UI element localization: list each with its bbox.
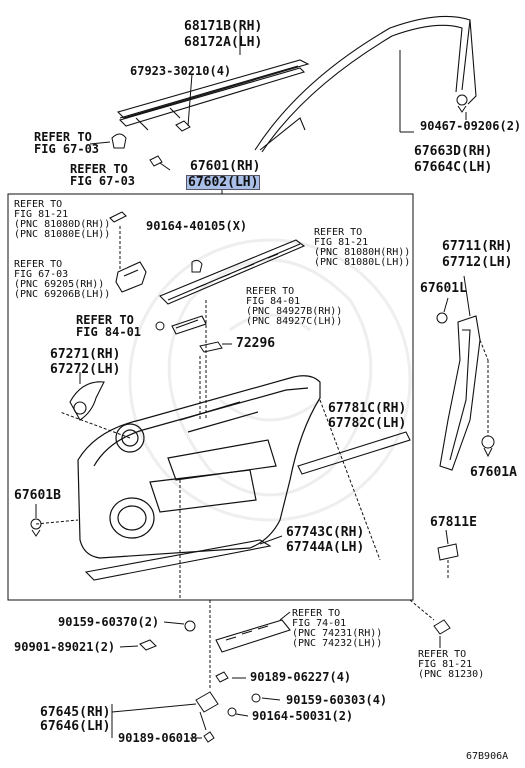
weatherstrip-67663 (254, 15, 477, 153)
clip-67923 (175, 120, 191, 132)
screw-90189-06018 (203, 731, 215, 743)
power-window-switch (215, 619, 291, 653)
refer-fig84-01-a[interactable]: REFER TO FIG 84-01 (PNC 84927B(RH)) (PNC… (246, 286, 343, 327)
refer-fig81-21-b[interactable]: REFER TO FIG 81-21 (PNC 81080H(RH)) (PNC… (314, 227, 411, 268)
label-90164-50031[interactable]: 90164-50031(2) (252, 709, 354, 723)
label-67272[interactable]: 67272(LH) (50, 362, 121, 377)
figure-code: 67B906A (466, 751, 509, 762)
guide-lines (35, 300, 381, 600)
clip-top-left (111, 133, 171, 171)
label-67646[interactable]: 67646(LH) (40, 719, 111, 734)
refer-fig67-03-c[interactable]: REFER TO FIG 67-03 (PNC 69205(RH)) (PNC … (14, 259, 111, 300)
label-67664[interactable]: 67664C(LH) (414, 160, 493, 175)
switch-base-trim (159, 239, 306, 305)
refer-fig81-21-a[interactable]: REFER TO FIG 81-21 (PNC 81080D(RH)) (PNC… (14, 199, 111, 240)
clip-90159-60370 (184, 620, 196, 632)
label-67602-highlighted[interactable]: 67602(LH) (186, 175, 261, 190)
bracket-67645 (195, 691, 219, 731)
clip-84-01 (155, 321, 165, 331)
refer-fig84-01-b[interactable]: REFER TO FIG 84-01 (76, 313, 142, 339)
label-90164-40105[interactable]: 90164-40105(X) (146, 219, 248, 233)
armrest-pad-67781 (297, 431, 411, 475)
refer-fig81-21-c[interactable]: REFER TO FIG 81-21 (PNC 81230) (418, 649, 485, 680)
label-67601[interactable]: 67601(RH) (190, 159, 261, 174)
label-67743[interactable]: 67743C(RH) (286, 525, 365, 540)
label-67923[interactable]: 67923-30210(4) (130, 64, 232, 78)
label-90189-06018[interactable]: 90189-06018 (118, 731, 198, 745)
label-67601L[interactable]: 67601L (420, 281, 467, 296)
screw-90164-50031 (227, 707, 237, 717)
screw-90189-06227 (215, 671, 229, 683)
label-67744[interactable]: 67744A(LH) (286, 540, 365, 555)
label-72296[interactable]: 72296 (236, 336, 276, 351)
refer-fig67-03-a[interactable]: REFER TO FIG 67-03 (34, 130, 100, 156)
label-90901[interactable]: 90901-89021(2) (14, 640, 116, 654)
label-67711[interactable]: 67711(RH) (442, 239, 513, 254)
label-68172[interactable]: 68172A(LH) (184, 35, 263, 50)
lower-strip-67743 (84, 539, 272, 581)
label-67782[interactable]: 67782C(LH) (328, 416, 407, 431)
label-90159-60303[interactable]: 90159-60303(4) (286, 693, 388, 707)
nut-90901 (139, 639, 157, 651)
part-67811E (437, 543, 459, 561)
label-67601B[interactable]: 67601B (14, 488, 61, 503)
door-trim-panel (77, 375, 321, 559)
label-67645[interactable]: 67645(RH) (40, 705, 111, 720)
label-67663[interactable]: 67663D(RH) (414, 144, 493, 159)
switch-84927 (171, 315, 207, 335)
label-67601A[interactable]: 67601A (470, 465, 517, 480)
screw-90159-60303 (251, 693, 261, 703)
label-67271[interactable]: 67271(RH) (50, 347, 121, 362)
clip-81230 (433, 619, 451, 635)
speaker-bracket-67271 (69, 381, 105, 421)
clip-67601A (481, 435, 495, 458)
label-68171[interactable]: 68171B(RH) (184, 19, 263, 34)
inside-handle (109, 211, 147, 293)
label-67781[interactable]: 67781C(RH) (328, 401, 407, 416)
label-90467[interactable]: 90467-09206(2) (420, 119, 522, 133)
label-90159-60370[interactable]: 90159-60370(2) (58, 615, 160, 629)
watermark-emblem (128, 238, 412, 522)
part-72296 (199, 341, 223, 353)
label-67811E[interactable]: 67811E (430, 515, 477, 530)
label-67712[interactable]: 67712(LH) (442, 255, 513, 270)
side-trim-67711 (439, 315, 481, 471)
clip-67601L (436, 312, 448, 324)
clip-90164 (191, 259, 203, 273)
clip-90467 (456, 94, 468, 113)
refer-fig67-03-b[interactable]: REFER TO FIG 67-03 (70, 162, 136, 188)
refer-fig74-01[interactable]: REFER TO FIG 74-01 (PNC 74231(RH)) (PNC … (292, 608, 383, 649)
label-90189-06227[interactable]: 90189-06227(4) (250, 670, 352, 684)
clip-67601B (30, 518, 42, 537)
belt-molding-part (116, 59, 310, 131)
